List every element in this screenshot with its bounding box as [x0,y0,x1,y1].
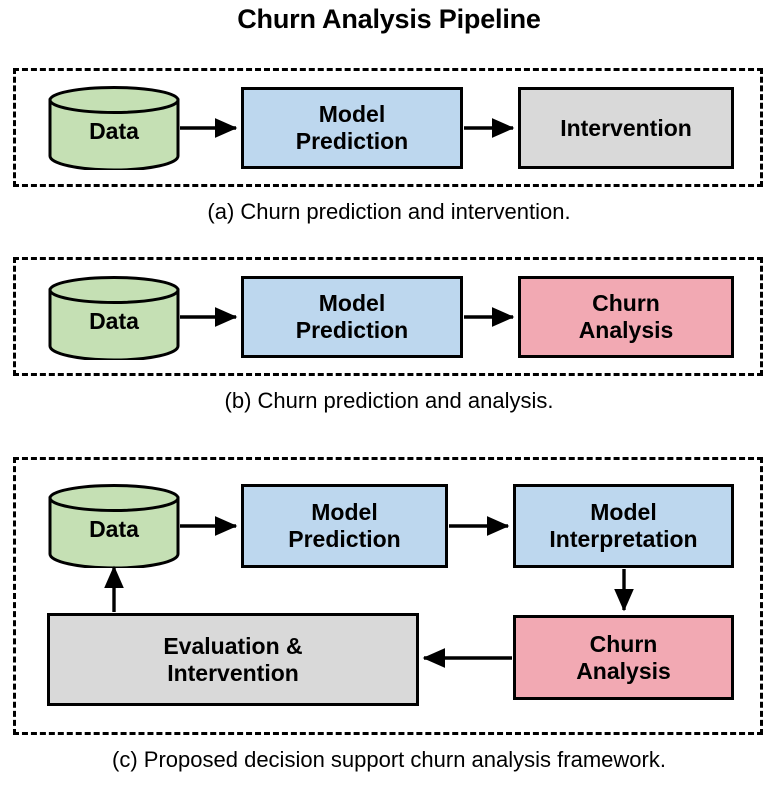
b-data-cylinder: Data [47,276,181,360]
b-churn-analysis-node[interactable]: Churn Analysis [518,276,734,358]
database-cylinder-icon [48,86,180,170]
a-data-label: Data [89,118,139,144]
a-data-cylinder: Data [47,86,181,170]
panel-a-caption: (a) Churn prediction and intervention. [207,199,571,224]
c-model-prediction-node[interactable]: Model Prediction [241,484,448,568]
a-intervention-node[interactable]: Intervention [518,87,734,169]
c-model-interpretation-node[interactable]: Model Interpretation [513,484,734,568]
database-cylinder-icon [48,276,180,360]
c-data-label: Data [89,516,139,542]
a-model-prediction-node[interactable]: Model Prediction [241,87,463,169]
panel-c-caption: (c) Proposed decision support churn anal… [112,747,666,772]
c-data-cylinder: Data [47,484,181,568]
panel-b-caption: (b) Churn prediction and analysis. [224,388,554,413]
figure-title: Churn Analysis Pipeline [237,4,541,34]
database-cylinder-icon [48,484,180,568]
b-data-label: Data [89,308,139,334]
c-evaluation-intervention-node[interactable]: Evaluation & Intervention [47,613,419,706]
c-churn-analysis-node[interactable]: Churn Analysis [513,615,734,700]
b-model-prediction-node[interactable]: Model Prediction [241,276,463,358]
